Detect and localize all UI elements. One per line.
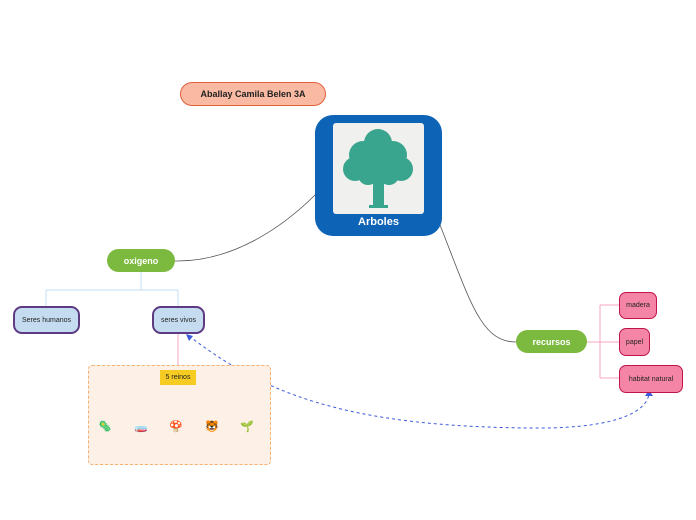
link-root-recursos: [437, 219, 517, 343]
node-seres-vivos[interactable]: seres vivos: [152, 306, 205, 334]
node-madera[interactable]: madera: [619, 292, 657, 319]
topic-oxigeno[interactable]: oxigeno: [107, 249, 175, 272]
node-seres-humanos[interactable]: Seres humanos: [13, 306, 80, 334]
author-node[interactable]: Aballay Camila Belen 3A: [180, 82, 326, 106]
node-5-reinos[interactable]: 5 reinos: [160, 370, 196, 385]
tiger-icon[interactable]: 🐯: [205, 420, 219, 433]
bacteria-icon[interactable]: 🦠: [98, 420, 112, 433]
mushroom-icon[interactable]: 🍄: [169, 420, 183, 433]
root-label: Arboles: [358, 216, 399, 228]
link-recursos-children: [587, 304, 619, 379]
seedling-icon[interactable]: 🌱: [240, 420, 254, 433]
protist-icon[interactable]: 🧫: [134, 420, 148, 433]
link-root-oxigeno: [174, 193, 317, 262]
node-habitat-natural[interactable]: habitat natural: [619, 365, 683, 393]
tree-icon: [333, 123, 424, 214]
topic-recursos[interactable]: recursos: [516, 330, 587, 353]
root-node[interactable]: Arboles: [315, 115, 442, 236]
relationship-arrow-end: [645, 390, 653, 396]
link-oxigeno-children: [45, 272, 179, 306]
node-papel[interactable]: papel: [619, 328, 650, 356]
relationship-arrow-start: [186, 334, 193, 341]
